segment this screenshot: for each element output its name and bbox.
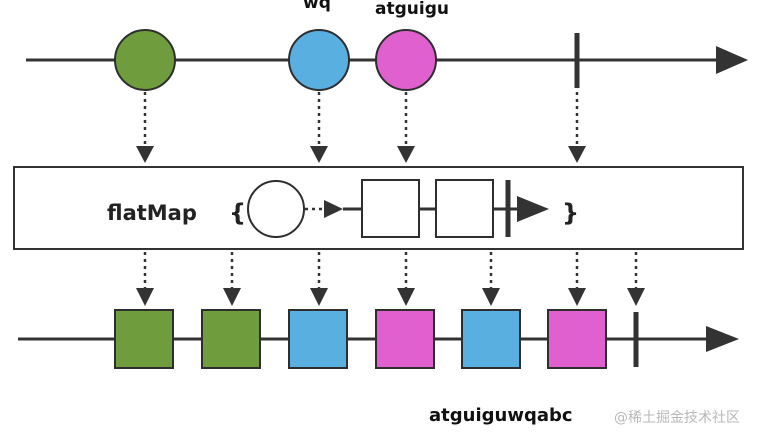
top-arrowhead-2 [310,146,328,163]
bottom-arrowhead-2 [223,288,241,306]
output-item-3 [288,309,348,369]
operator-output-box-2 [435,179,494,238]
output-item-4 [375,309,435,369]
top-arrowhead-4 [568,146,586,163]
operator-name: flatMap [107,201,197,225]
bottom-arrowhead-6 [568,288,586,306]
source-marble-blue [288,29,350,91]
output-timeline-arrowhead [706,326,739,352]
operator-output-arrowhead [517,196,549,222]
operator-output-box-1 [361,179,420,238]
bottom-arrowhead-7 [627,288,645,306]
output-item-5 [461,309,521,369]
source-marble-magenta [375,29,437,91]
operator-close-brace: } [562,199,579,227]
bottom-arrowhead-5 [482,288,500,306]
operator-open-brace: { [229,199,246,227]
output-item-1 [114,309,174,369]
bottom-arrowhead-1 [136,288,154,306]
top-arrowhead-3 [397,146,415,163]
bottom-arrowhead-4 [397,288,415,306]
output-item-6 [547,309,607,369]
top-arrowhead-1 [136,146,154,163]
operator-input-marble [247,180,305,238]
source-timeline-arrowhead [716,46,748,74]
output-item-2 [201,309,261,369]
result-label: atguiguwqabc [429,405,573,426]
top-partial-label: wq [303,0,331,13]
top-item-label: atguigu [375,0,449,19]
source-marble-green [114,29,176,91]
operator-arrowhead-small [324,200,343,218]
watermark: @稀土掘金技术社区 [614,410,740,426]
bottom-arrowhead-3 [310,288,328,306]
